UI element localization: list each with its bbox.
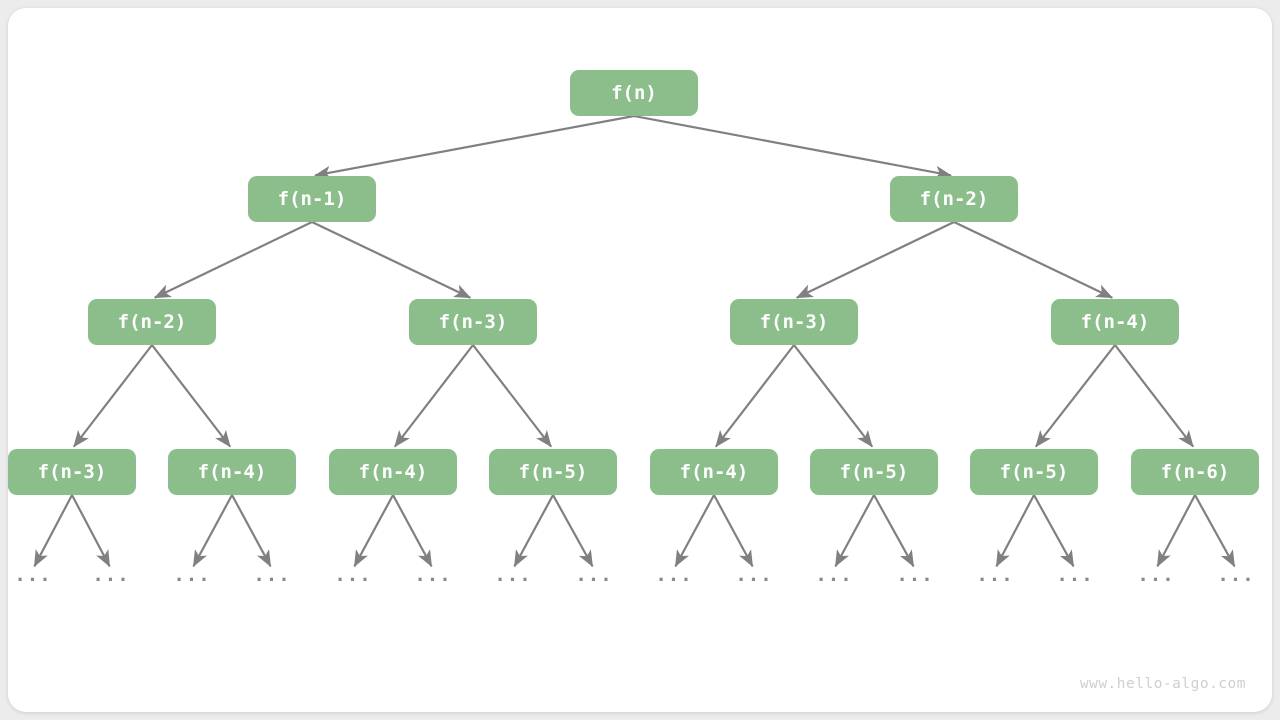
tree-node-n10: f(n-5)	[489, 449, 617, 495]
edge-n14-to-e15	[1194, 494, 1236, 568]
edge-n11-to-e8	[674, 494, 715, 568]
ellipsis-e15: ···	[1217, 569, 1255, 591]
ellipsis-e5: ···	[414, 569, 452, 591]
ellipsis-e4: ···	[334, 569, 372, 591]
edge-n6-to-n13	[1034, 344, 1116, 448]
ellipsis-e1: ···	[92, 569, 130, 591]
edge-n8-to-e2	[192, 494, 233, 568]
ellipsis-e10: ···	[815, 569, 853, 591]
ellipsis-e12: ···	[976, 569, 1014, 591]
edge-n0-to-n1	[314, 114, 635, 180]
ellipsis-e7: ···	[575, 569, 613, 591]
edge-n10-to-e7	[552, 494, 594, 568]
ellipsis-e14: ···	[1137, 569, 1175, 591]
edge-n4-to-n9	[393, 344, 474, 448]
ellipsis-e11: ···	[896, 569, 934, 591]
edge-n12-to-e11	[873, 494, 915, 568]
tree-node-n3: f(n-2)	[88, 299, 216, 345]
tree-node-n13: f(n-5)	[970, 449, 1098, 495]
edge-n3-to-n8	[151, 344, 232, 448]
tree-node-n12: f(n-5)	[810, 449, 938, 495]
edge-n1-to-n3	[153, 221, 313, 299]
edge-n3-to-n7	[72, 344, 153, 448]
tree-node-n7: f(n-3)	[8, 449, 136, 495]
ellipsis-e2: ···	[173, 569, 211, 591]
ellipsis-e8: ···	[655, 569, 693, 591]
edge-n1-to-n4	[311, 221, 472, 299]
edge-n11-to-e9	[713, 494, 754, 568]
tree-node-n11: f(n-4)	[650, 449, 778, 495]
edge-n14-to-e14	[1156, 494, 1196, 568]
edge-n4-to-n10	[472, 344, 553, 448]
edge-n7-to-e0	[33, 494, 73, 568]
edge-n9-to-e5	[392, 494, 433, 568]
edge-n6-to-n14	[1114, 344, 1195, 448]
tree-node-n8: f(n-4)	[168, 449, 296, 495]
edge-n13-to-e12	[995, 494, 1035, 568]
tree-node-n14: f(n-6)	[1131, 449, 1259, 495]
ellipsis-e9: ···	[735, 569, 773, 591]
edge-n2-to-n6	[953, 221, 1114, 299]
edge-n13-to-e13	[1033, 494, 1075, 568]
edge-n2-to-n5	[795, 221, 955, 299]
tree-node-n2: f(n-2)	[890, 176, 1018, 222]
ellipsis-e6: ···	[494, 569, 532, 591]
edge-n10-to-e6	[513, 494, 554, 568]
ellipsis-e0: ···	[14, 569, 52, 591]
tree-node-n6: f(n-4)	[1051, 299, 1179, 345]
edge-n0-to-n2	[633, 114, 952, 180]
ellipsis-e3: ···	[253, 569, 291, 591]
tree-node-n1: f(n-1)	[248, 176, 376, 222]
edge-n5-to-n12	[793, 344, 874, 448]
edge-n9-to-e4	[353, 494, 394, 568]
recursion-tree-diagram: f(n) f(n-1) f(n-2) f(n-2) f(n-3) f(n-3) f(n-4)…	[8, 8, 1272, 712]
tree-node-n4: f(n-3)	[409, 299, 537, 345]
edge-n12-to-e10	[834, 494, 875, 568]
ellipsis-e13: ···	[1056, 569, 1094, 591]
tree-node-n5: f(n-3)	[730, 299, 858, 345]
watermark: www.hello-algo.com	[1079, 676, 1246, 692]
diagram-card: f(n) f(n-1) f(n-2) f(n-2) f(n-3) f(n-3) f(n-4)…	[8, 8, 1272, 712]
edge-n7-to-e1	[71, 494, 111, 568]
tree-node-n9: f(n-4)	[329, 449, 457, 495]
tree-node-n0: f(n)	[570, 70, 698, 116]
edge-n5-to-n11	[714, 344, 795, 448]
edge-n8-to-e3	[231, 494, 272, 568]
